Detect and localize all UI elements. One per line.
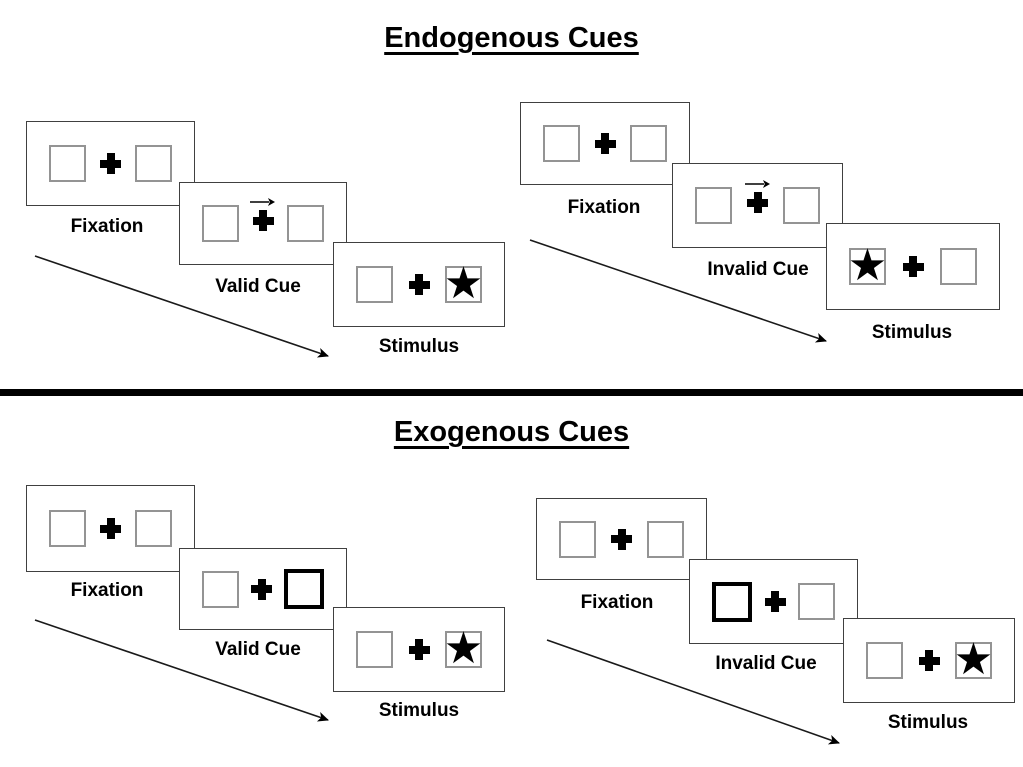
fixation-cross-icon (918, 650, 940, 671)
panel-valid-cue (179, 182, 347, 265)
panel-fixation (26, 121, 195, 206)
cue-box-left (712, 581, 752, 622)
placeholder-box-left (356, 266, 393, 303)
placeholder-box-right (135, 510, 172, 547)
target-box-right: ★ (443, 624, 484, 673)
fixation-cross-icon (251, 578, 272, 600)
exogenous-section-title: Exogenous Cues (393, 416, 630, 448)
cue-box-right (284, 569, 324, 609)
placeholder-box-left (202, 570, 239, 608)
fixation-cross-icon (902, 256, 924, 277)
placeholder-box-right (940, 248, 977, 285)
panel-label: Valid Cue (215, 276, 301, 297)
sequence-arrow-endo-valid (34, 255, 329, 358)
section-divider-line (0, 389, 1023, 396)
endogenous-section-title: Endogenous Cues (384, 22, 639, 54)
placeholder-box-left (202, 205, 239, 242)
fixation-cross-icon (744, 180, 770, 213)
placeholder-box-right (630, 125, 667, 162)
fixation-cross-icon (100, 153, 121, 174)
placeholder-box-left (356, 631, 393, 668)
panel-valid-cue (179, 548, 347, 630)
fixation-cross-icon (100, 518, 121, 539)
placeholder-box-left (49, 145, 86, 182)
star-stimulus-icon: ★ (443, 624, 484, 673)
fixation-cross-icon (764, 591, 786, 612)
panel-label: Fixation (70, 216, 144, 237)
target-box-right: ★ (443, 259, 484, 308)
panel-label: Fixation (567, 197, 641, 218)
panel-stimulus: ★ (333, 242, 505, 327)
fixation-cross-icon (408, 639, 430, 660)
panel-label: Invalid Cue (707, 259, 809, 280)
target-box-right: ★ (953, 635, 994, 684)
cue-arrow-right-icon (744, 180, 770, 188)
panel-stimulus: ★ (826, 223, 1000, 310)
placeholder-box-right (287, 205, 324, 242)
panel-label: Invalid Cue (715, 653, 817, 674)
panel-label: Valid Cue (215, 639, 301, 660)
panel-label: Stimulus (378, 700, 460, 721)
placeholder-box-left (866, 642, 903, 679)
panel-label: Fixation (580, 592, 654, 613)
panel-stimulus: ★ (333, 607, 505, 692)
fixation-cross-icon (611, 528, 632, 550)
star-stimulus-icon: ★ (847, 241, 888, 290)
fixation-cross-icon (250, 198, 275, 231)
placeholder-box-left (559, 520, 596, 558)
placeholder-box-right (798, 583, 835, 620)
panel-fixation (520, 102, 690, 185)
placeholder-box-right (647, 520, 684, 558)
panel-fixation (536, 498, 707, 580)
placeholder-box-left (695, 187, 732, 224)
star-stimulus-icon: ★ (953, 635, 994, 684)
placeholder-box-left (49, 510, 86, 547)
panel-label: Stimulus (378, 336, 460, 357)
panel-invalid-cue (689, 559, 858, 644)
target-box-left: ★ (847, 241, 888, 290)
sequence-arrow-endo-invalid (529, 239, 827, 343)
star-stimulus-icon: ★ (443, 259, 484, 308)
panel-label: Stimulus (887, 712, 969, 733)
fixation-cross-icon (408, 274, 430, 295)
panel-label: Stimulus (871, 322, 953, 343)
placeholder-box-right (135, 145, 172, 182)
placeholder-box-left (543, 125, 580, 162)
placeholder-box-right (783, 187, 820, 224)
panel-fixation (26, 485, 195, 572)
panel-label: Fixation (70, 580, 144, 601)
fixation-cross-icon (594, 133, 616, 154)
panel-invalid-cue (672, 163, 843, 248)
panel-stimulus: ★ (843, 618, 1015, 703)
sequence-arrow-exo-valid (34, 619, 329, 722)
cue-arrow-right-icon (250, 198, 275, 206)
